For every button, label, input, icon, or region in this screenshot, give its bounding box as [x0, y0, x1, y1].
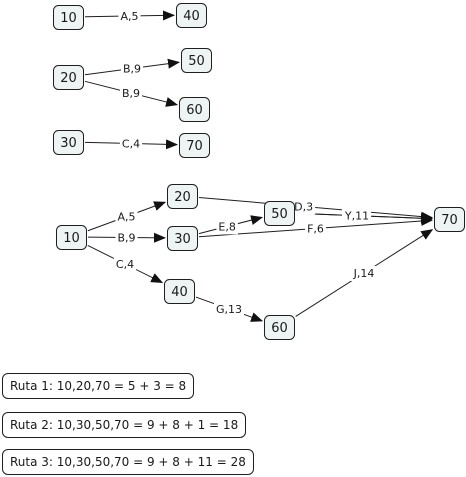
node-n60b-box [179, 97, 210, 122]
node-n30c-label: 30 [60, 136, 77, 151]
node-n50: 50 [264, 201, 295, 226]
node-n10a-label: 10 [60, 11, 77, 26]
node-n10-box [56, 225, 87, 250]
node-n60-box [264, 315, 295, 340]
edge-label-bg-y [341, 208, 372, 224]
edge-label-b_top1: B,9 [123, 63, 141, 76]
node-n70c-box [179, 133, 210, 158]
node-n40a-label: 40 [183, 9, 200, 24]
route-2-text: Ruta 2: 10,30,50,70 = 9 + 8 + 1 = 18 [10, 418, 239, 432]
edge-label-e: E,8 [218, 220, 235, 233]
node-n60-label: 60 [271, 321, 288, 336]
node-n20b-label: 20 [60, 71, 77, 86]
edge-label-bg-e [216, 219, 238, 235]
node-n70-label: 70 [441, 213, 458, 228]
route-1-box: Ruta 1: 10,20,70 = 5 + 3 = 8 [2, 373, 195, 399]
edge-label-d: D,3 [294, 200, 313, 213]
edge-label-f: F,6 [307, 223, 324, 236]
node-n50b: 50 [181, 48, 212, 73]
node-n70: 70 [434, 207, 465, 232]
node-n20-label: 20 [174, 190, 191, 205]
node-n10a-box [53, 5, 84, 30]
node-n10: 10 [56, 225, 87, 250]
edge-label-bg-b [115, 230, 138, 246]
node-n50b-label: 50 [188, 54, 205, 69]
edge-label-bg-d [292, 199, 316, 215]
route-1-text: Ruta 1: 10,20,70 = 5 + 3 = 8 [10, 379, 187, 393]
node-n30-box [167, 226, 198, 251]
edge-label-a_top: A,5 [120, 10, 138, 23]
edge-label-y: Y,11 [344, 210, 369, 223]
node-n40-box [164, 279, 195, 304]
edge-label-a: A,5 [117, 211, 135, 224]
edge-label-bg-b_top2 [119, 86, 143, 101]
node-n40: 40 [164, 279, 195, 304]
edge-label-b: B,9 [117, 232, 135, 245]
edge-label-bg-f [305, 221, 326, 237]
edge-label-bg-c_top [119, 136, 143, 152]
edge-label-c_top: C,4 [122, 138, 140, 151]
node-n60b: 60 [179, 97, 210, 122]
node-n50b-box [181, 48, 212, 73]
node-n30c: 30 [53, 130, 84, 155]
edge-label-bg-j [350, 266, 377, 281]
edge-label-c: C,4 [116, 258, 134, 271]
node-n50-label: 50 [271, 207, 288, 222]
edge-d [198, 196, 434, 222]
route-3-text: Ruta 3: 10,30,50,70 = 9 + 8 + 11 = 28 [10, 455, 246, 469]
node-n30c-box [53, 130, 84, 155]
node-n10-label: 10 [63, 231, 80, 246]
node-n30-label: 30 [174, 232, 191, 247]
node-n20b: 20 [53, 65, 84, 90]
route-2-box: Ruta 2: 10,30,50,70 = 9 + 8 + 1 = 18 [2, 412, 247, 438]
node-n40-label: 40 [171, 285, 188, 300]
edge-label-bg-a_top [118, 9, 141, 24]
edge-label-g: G,13 [216, 303, 242, 316]
route-3-box: Ruta 3: 10,30,50,70 = 9 + 8 + 11 = 28 [2, 449, 254, 475]
node-n70-box [434, 207, 465, 232]
node-n70c-label: 70 [186, 139, 203, 154]
edge-label-bg-g [213, 302, 245, 317]
node-n30: 30 [167, 226, 198, 251]
edge-label-bg-a [115, 209, 138, 225]
node-n70c: 70 [179, 133, 210, 158]
node-n20: 20 [167, 184, 198, 209]
node-n60b-label: 60 [186, 103, 203, 118]
node-n20b-box [53, 65, 84, 90]
node-n40a-box [176, 3, 207, 28]
edge-label-j: J,14 [353, 267, 375, 280]
node-n20-box [167, 184, 198, 209]
node-n40a: 40 [176, 3, 207, 28]
edge-d-line [198, 196, 434, 222]
edge-label-bg-c [113, 257, 137, 272]
node-n50-box [264, 201, 295, 226]
node-n10a: 10 [53, 5, 84, 30]
edge-label-b_top2: B,9 [122, 87, 140, 100]
edge-label-bg-b_top1 [120, 61, 144, 77]
node-n60: 60 [264, 315, 295, 340]
